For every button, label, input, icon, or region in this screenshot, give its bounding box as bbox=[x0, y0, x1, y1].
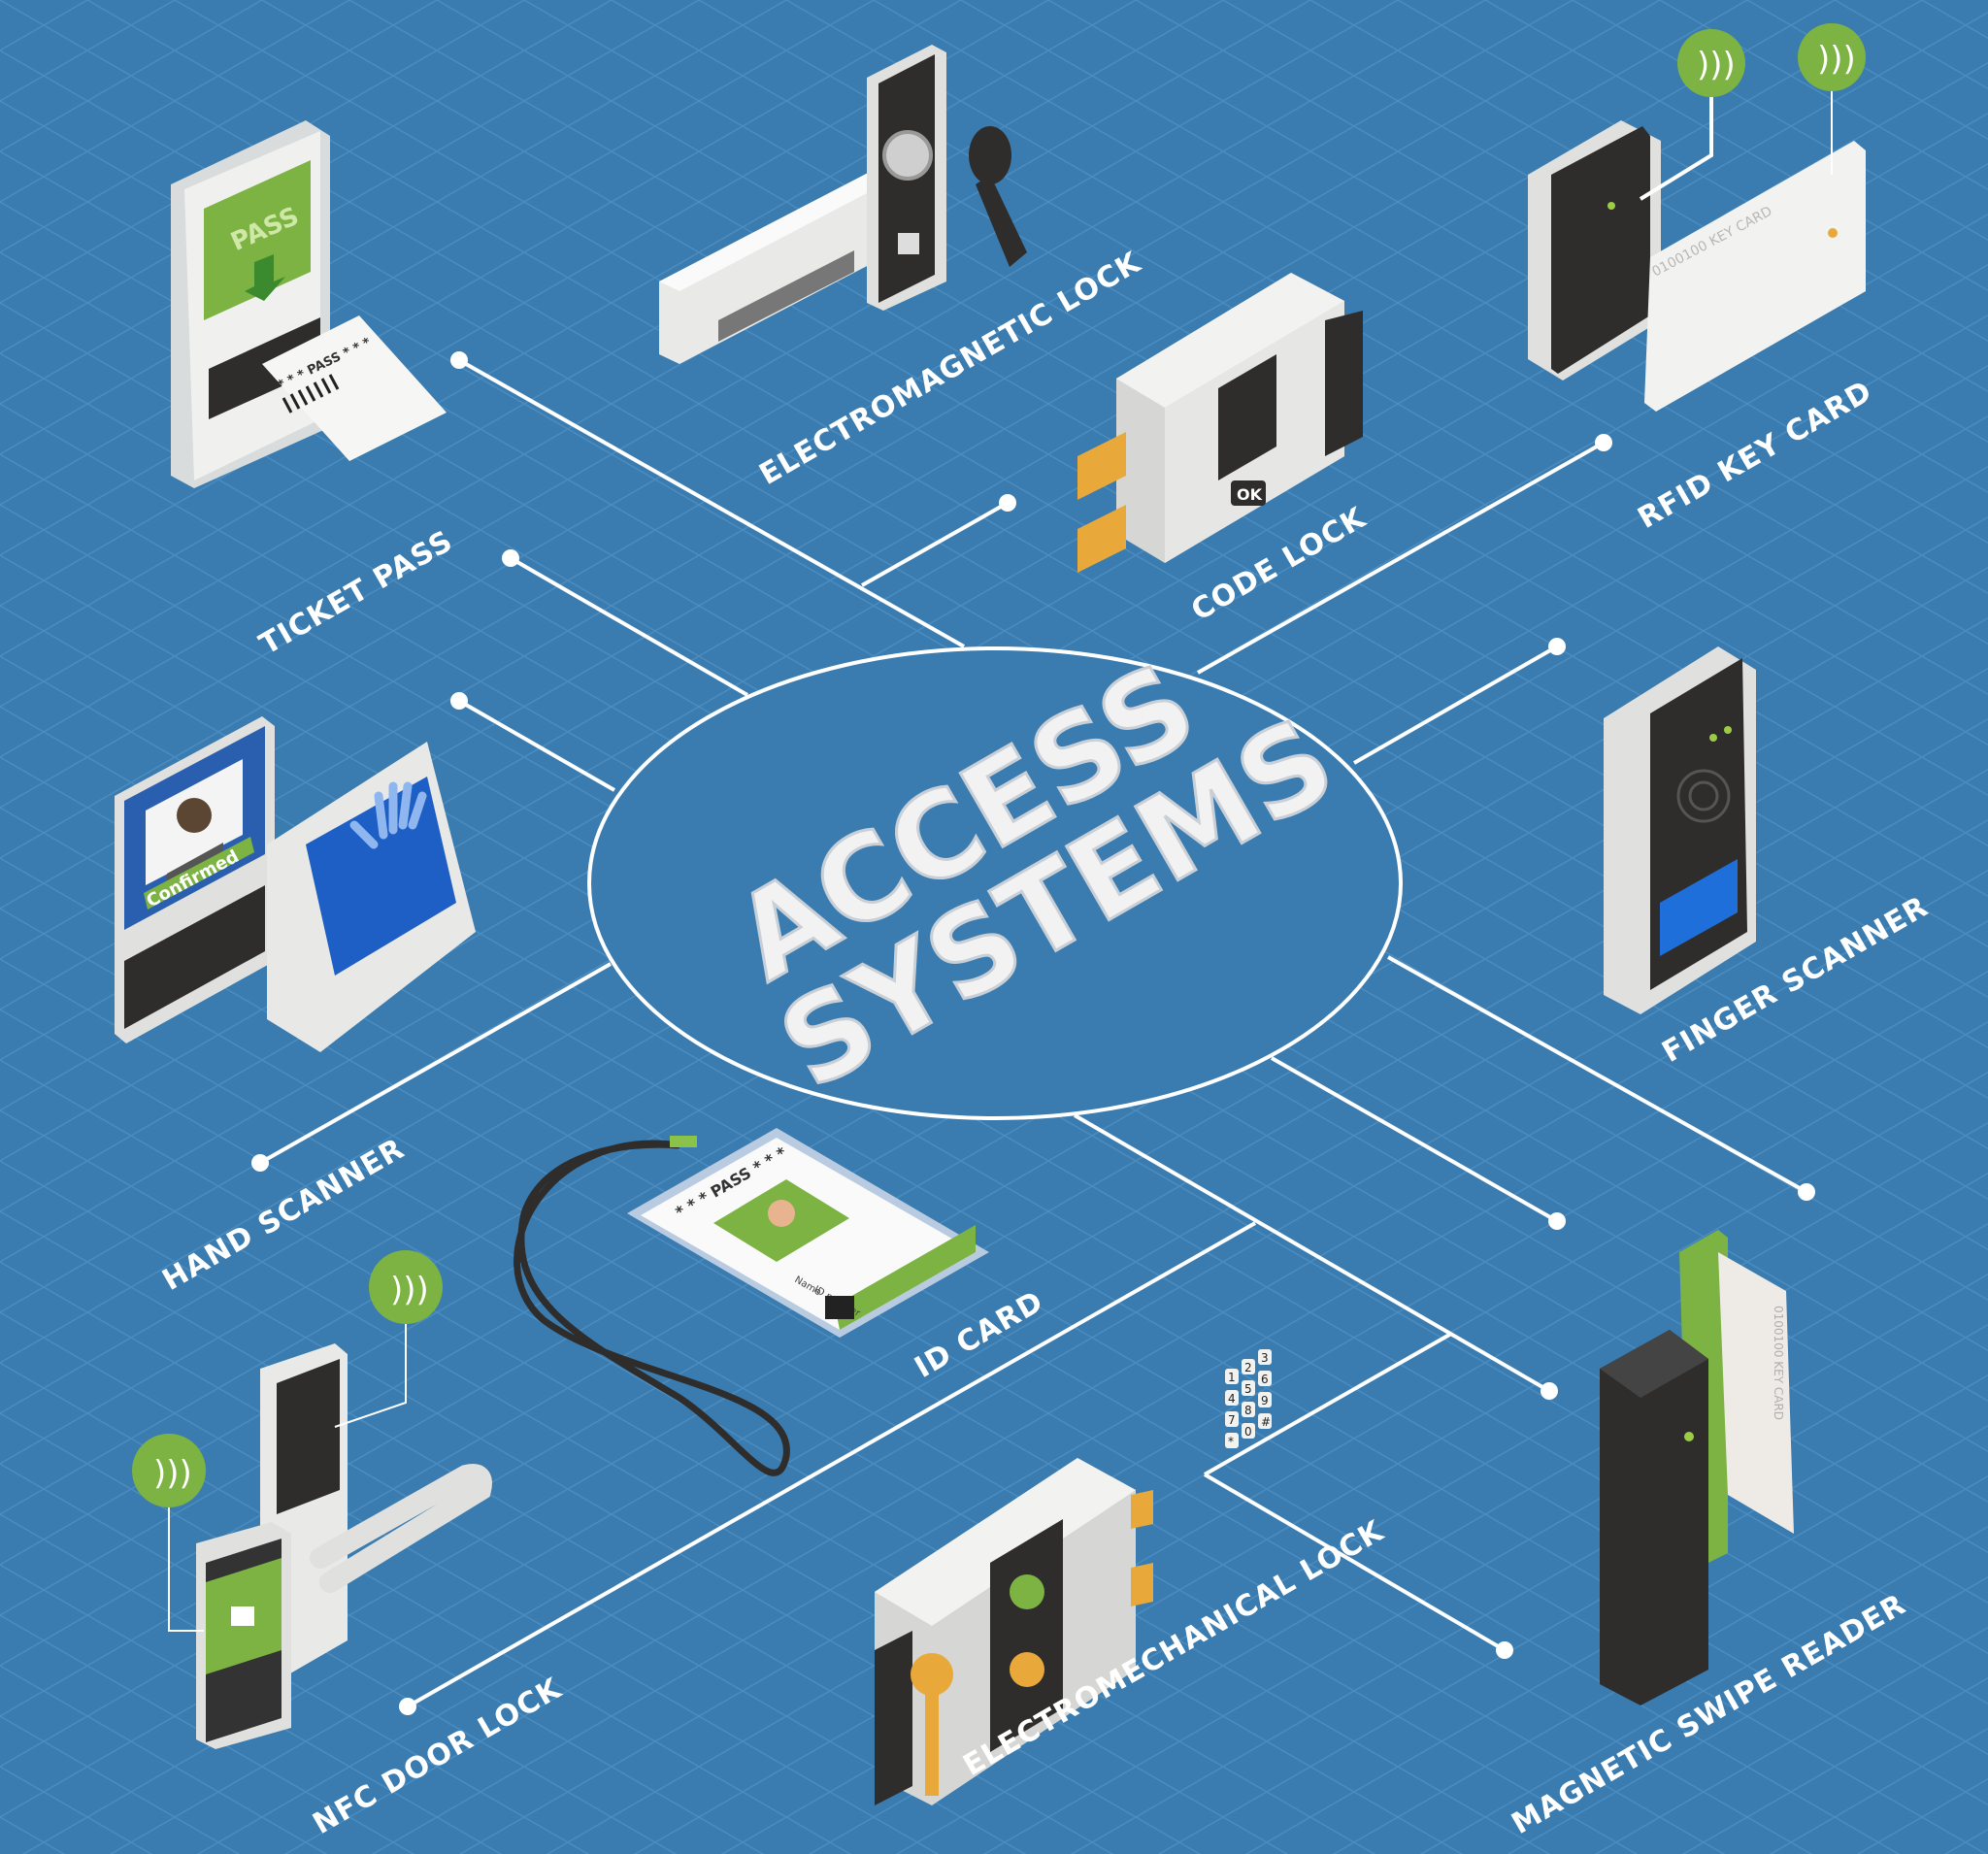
hand-scanner-device: Confirmed bbox=[115, 716, 476, 1052]
keypad-key bbox=[1225, 1390, 1239, 1406]
keypad-key bbox=[1242, 1359, 1255, 1374]
wifi-badge-icon bbox=[132, 1434, 206, 1507]
nfc-icon bbox=[1828, 228, 1838, 238]
keypad-keys: 123 456 789 * 0 # bbox=[1225, 1349, 1272, 1448]
center-ellipse bbox=[587, 646, 1403, 1120]
hand-icon bbox=[349, 781, 427, 849]
lanyard bbox=[514, 1140, 790, 1476]
magnetic-swipe-reader-device: 0100100 KEY CARD bbox=[1600, 1230, 1794, 1705]
electromechanical-lock-device bbox=[875, 1458, 1153, 1805]
keypad-key bbox=[1225, 1369, 1239, 1384]
id-card-device: * * * PASS * * * Name ID number bbox=[514, 1128, 989, 1476]
fingerprint-icon bbox=[1676, 769, 1731, 823]
keypad-key bbox=[1242, 1380, 1255, 1396]
barcode-icon bbox=[282, 374, 340, 414]
keypad-key-label: 0 bbox=[1244, 1425, 1252, 1439]
nfc-door-lock-device: ))) ))) bbox=[132, 1250, 492, 1749]
ticket-pass-device: PASS * * * PASS * * * bbox=[171, 120, 447, 488]
keypad-key-label: 9 bbox=[1261, 1394, 1269, 1407]
keypad-key-label: * bbox=[1228, 1435, 1234, 1448]
keypad-ok-key: OK bbox=[1237, 485, 1263, 504]
keypad-key-label: 1 bbox=[1228, 1371, 1236, 1384]
keypad-key bbox=[1258, 1392, 1272, 1407]
keypad-key bbox=[1258, 1349, 1272, 1365]
keypad-key-label: 3 bbox=[1261, 1351, 1269, 1365]
keypad-key-label: 6 bbox=[1261, 1373, 1269, 1386]
keypad-key-label: 5 bbox=[1244, 1382, 1252, 1396]
svg-text:))): ))) bbox=[153, 1454, 192, 1493]
key-icon bbox=[911, 1653, 953, 1696]
keypad-key bbox=[1225, 1411, 1239, 1427]
keypad-key bbox=[1225, 1433, 1239, 1448]
keypad-key-label: 7 bbox=[1228, 1413, 1236, 1427]
finger-scanner-device bbox=[1604, 646, 1756, 1014]
keypad-key bbox=[1242, 1423, 1255, 1439]
electromagnetic-lock-device bbox=[659, 45, 1027, 364]
svg-text:))): ))) bbox=[390, 1271, 429, 1309]
keypad-key bbox=[1258, 1371, 1272, 1386]
code-lock-device: 123 456 789 * 0 # OK bbox=[1077, 273, 1363, 1448]
padlock-icon bbox=[231, 1606, 254, 1626]
keypad bbox=[1218, 354, 1276, 480]
keypad-key-label: # bbox=[1261, 1415, 1271, 1429]
svg-text:))): ))) bbox=[1817, 40, 1856, 79]
svg-text:))): ))) bbox=[1697, 46, 1736, 84]
ticket-screen bbox=[204, 160, 311, 320]
arrow-down-icon bbox=[245, 254, 285, 301]
keypad-key-label: 8 bbox=[1244, 1404, 1252, 1417]
wifi-badge-icon bbox=[1677, 29, 1745, 97]
keypad-key-label: 2 bbox=[1244, 1361, 1252, 1374]
qr-code-icon bbox=[825, 1296, 854, 1319]
rfid-card bbox=[1644, 141, 1866, 412]
keypad-key bbox=[1242, 1402, 1255, 1417]
ticket-stub bbox=[262, 315, 447, 461]
swipe-card bbox=[1718, 1252, 1794, 1534]
connector-lines bbox=[251, 351, 1815, 1715]
wifi-badge-icon bbox=[369, 1250, 443, 1324]
wifi-badge-icon bbox=[1798, 23, 1866, 91]
swipe-card-text: 0100100 KEY CARD bbox=[1772, 1306, 1785, 1420]
key-fob-icon bbox=[969, 126, 1011, 184]
keypad-key bbox=[1258, 1413, 1272, 1429]
keypad-key-label: 4 bbox=[1228, 1392, 1236, 1406]
